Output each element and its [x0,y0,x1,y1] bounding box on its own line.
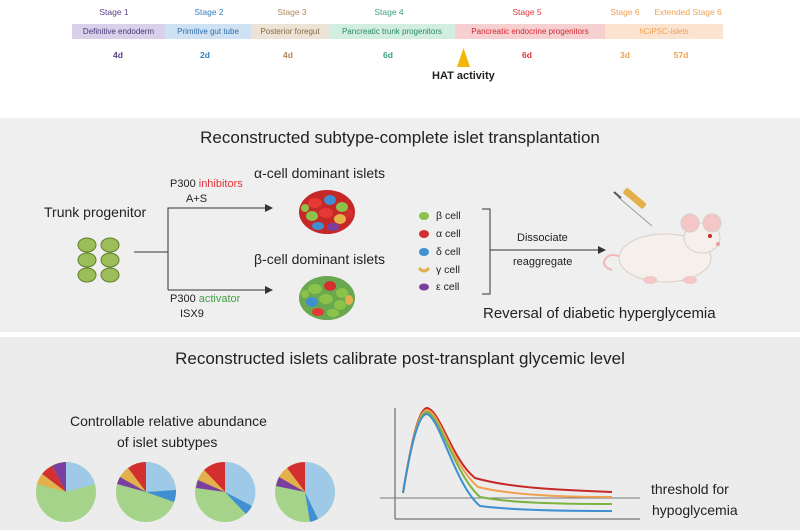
stage-3-label: Stage 3 [277,7,307,17]
stage-4-bar: Pancreatic trunk progenitors [329,24,455,39]
stage-6-duration: 3d [620,50,630,60]
transplantation-panel [0,118,800,332]
dissociate-arrow-icon [598,246,606,254]
stage-5-label: Stage 5 [512,7,542,17]
cell-legend-icons [417,212,431,291]
stage-5-bar: Pancreatic endocrine progenitors [455,24,605,39]
trunk-progenitor-cells [77,237,120,283]
alpha-dominant-islets-label: α-cell dominant islets [254,165,386,181]
hat-triangle-icon [457,48,470,67]
beta-dominant-islet-icon [299,276,355,320]
abundance-label-line1: Controllable relative abundance [70,413,267,429]
stage-1-duration: 4d [113,50,123,60]
stage-4-duration: 6d [383,50,393,60]
reaggregate-label: reaggregate [513,256,573,268]
hat-marker [457,48,470,67]
p300-inhibitors-label: P300 inhibitors [170,178,243,190]
legend-alpha: α cell [436,228,461,240]
stage-6-label: Stage 6 [610,7,640,17]
epsilon-cell-icon [419,283,429,291]
panel-2-title: Reconstructed islets calibrate post-tran… [175,349,625,368]
curve-blue [402,412,613,512]
extended-stage-6-duration: 57d [673,50,689,60]
delta-cell-icon [419,248,429,256]
stage-3-bar: Posterior foregut [251,24,329,39]
subtype-pie-3 [195,461,256,522]
beta-dominant-islets-label: β-cell dominant islets [254,251,385,267]
extended-stage-6-label: Extended Stage 6 [654,7,722,17]
reversal-label: Reversal of diabetic hyperglycemia [483,305,716,322]
hat-activity-label: HAT activity [432,70,495,82]
activator-drug-label: ISX9 [180,308,204,320]
legend-epsilon: ε cell [436,281,460,293]
alpha-cell-icon [419,230,429,238]
mouse-icon [603,213,722,284]
beta-cell-icon [419,212,429,220]
stage-5-duration: 6d [522,50,532,60]
threshold-label-line1: threshold for [651,481,729,497]
subtype-pie-4 [275,462,335,522]
stage-2-bar: Primitive gut tube [165,24,251,39]
trunk-progenitor-label: Trunk progenitor [44,204,147,220]
syringe-icon [613,188,653,227]
subtype-pie-2 [116,461,177,522]
inhibitor-drug-label: A+S [186,193,208,205]
alpha-dominant-islet-icon [299,190,355,234]
dissociate-bracket [482,208,598,295]
stage-3-duration: 4d [283,50,293,60]
stage-2-label: Stage 2 [194,7,224,17]
branch-arrows [134,207,265,291]
p300-activator-label: P300 activator [170,293,241,305]
stage-6-bar: hCiPSC-islets [605,24,723,39]
subtype-pie-1 [36,461,96,522]
dissociate-label: Dissociate [517,232,568,244]
abundance-label-line2: of islet subtypes [117,434,218,450]
legend-delta: δ cell [436,246,461,258]
stage-1-bar: Definitive endoderm [72,24,165,39]
legend-gamma: γ cell [436,264,460,276]
panel-1-title: Reconstructed subtype-complete islet tra… [200,128,600,147]
legend-beta: β cell [436,210,461,222]
stage-2-duration: 2d [200,50,210,60]
stage-1-label: Stage 1 [99,7,129,17]
gamma-cell-icon [417,266,431,273]
stage-4-label: Stage 4 [374,7,404,17]
threshold-label-line2: hypoglycemia [652,502,738,518]
glucose-curves [380,406,640,520]
